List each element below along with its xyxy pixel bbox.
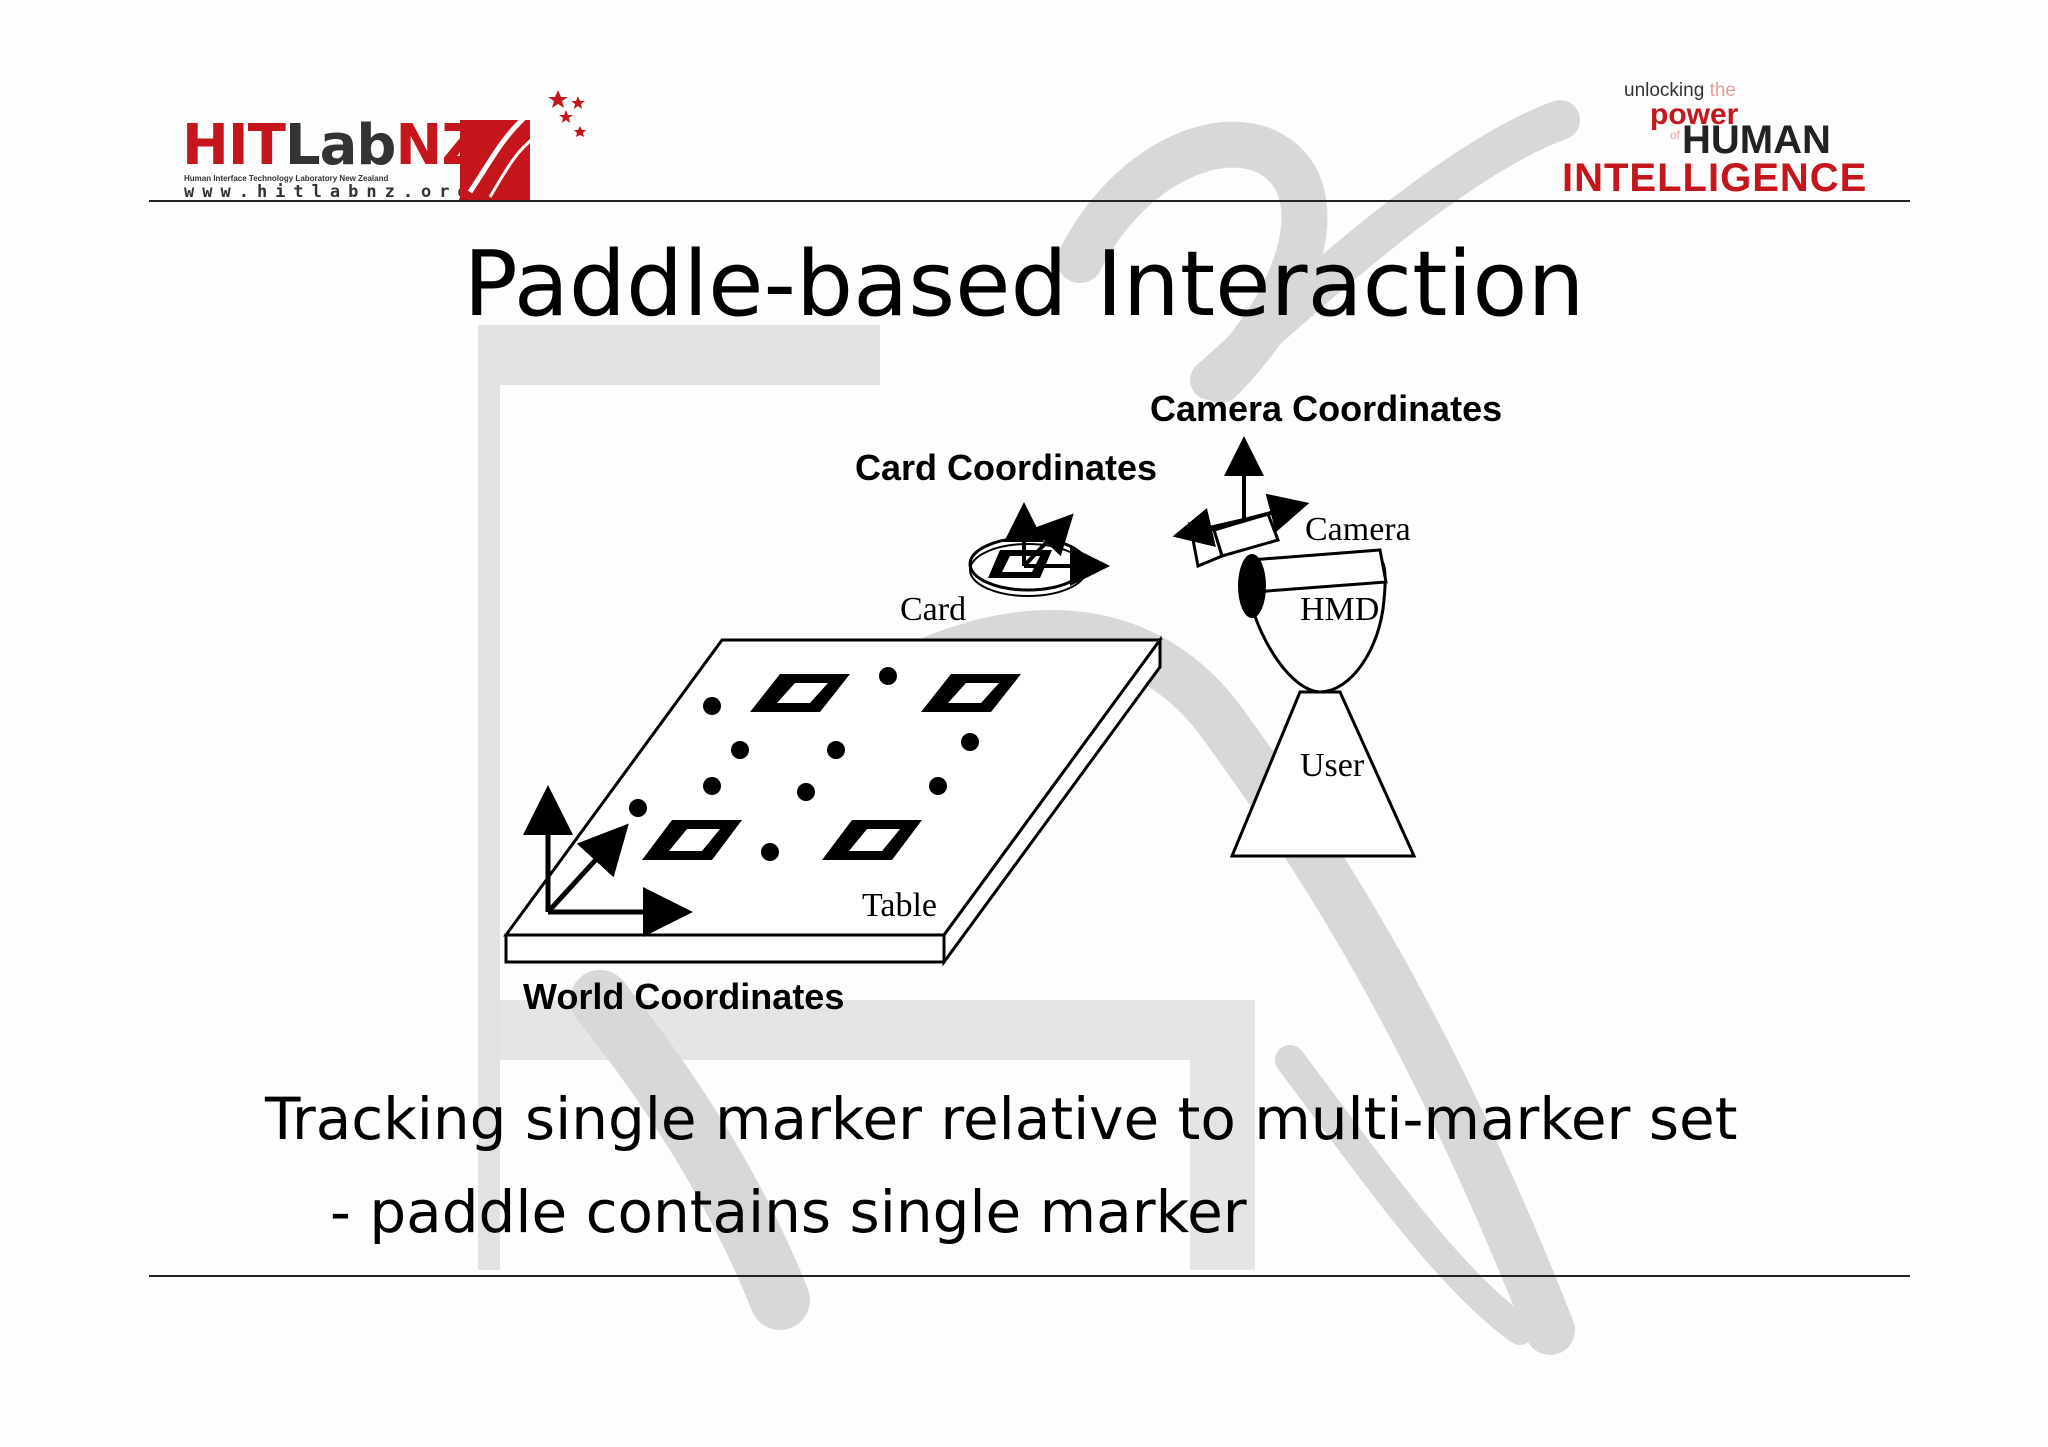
table-dots — [629, 667, 979, 861]
marker-square — [750, 674, 850, 712]
card-paddle — [968, 502, 1110, 597]
table-dot — [731, 741, 749, 759]
logo-hit-text: HIT — [182, 113, 286, 178]
body-line-2: - paddle contains single marker — [330, 1178, 1247, 1246]
marker-square — [921, 674, 1021, 712]
logo-unlocking-text: unlocking — [1624, 80, 1705, 101]
hitlabnz-logo: HITLabNZ Human Interface Technology Labo… — [178, 82, 598, 202]
unlocking-logo: unlocking the power of HUMAN INTELLIGENC… — [1562, 80, 1910, 200]
footer-rule — [149, 1275, 1910, 1277]
slide-title: Paddle-based Interaction — [463, 232, 1585, 337]
hmd-label: HMD — [1300, 591, 1379, 628]
logo-the-text: the — [1709, 80, 1736, 101]
user-figure — [1188, 512, 1417, 858]
table-dot — [827, 741, 845, 759]
table-dot — [929, 777, 947, 795]
table-dot — [703, 697, 721, 715]
logo-unlocking-line: unlocking the — [1624, 80, 1736, 102]
kiwi-stars-icon — [460, 90, 586, 200]
camera-coordinates-label: Camera Coordinates — [1150, 388, 1502, 429]
camera-axes — [1172, 436, 1310, 547]
world-axes — [523, 785, 693, 937]
table-dot — [761, 843, 779, 861]
table-dot — [797, 783, 815, 801]
card-coordinates-label: Card Coordinates — [855, 447, 1157, 488]
logo-human-text: HUMAN — [1682, 118, 1831, 162]
marker-square — [642, 820, 742, 860]
body-line-1: Tracking single marker relative to multi… — [265, 1085, 1738, 1153]
logo-lab-text: Lab — [284, 113, 397, 178]
table-dot — [703, 777, 721, 795]
table-markers — [642, 674, 1021, 860]
camera-label: Camera — [1305, 511, 1411, 548]
header-rule — [149, 200, 1910, 202]
table-dot — [879, 667, 897, 685]
world-coordinates-label: World Coordinates — [523, 976, 844, 1017]
logo-power-text: power — [1650, 98, 1739, 131]
user-label: User — [1300, 747, 1365, 784]
logo-intelligence-text: INTELLIGENCE — [1562, 156, 1868, 200]
logo-url: www.hitlabnz.org — [184, 182, 476, 202]
table-dot — [961, 733, 979, 751]
logo-subtitle: Human Interface Technology Laboratory Ne… — [184, 174, 389, 183]
card-label: Card — [900, 591, 966, 628]
logo-of-text: of — [1670, 128, 1681, 142]
table-dot — [629, 799, 647, 817]
table — [503, 635, 1163, 967]
marker-square — [822, 820, 922, 860]
table-label: Table — [862, 887, 937, 924]
hitlabnz-wordmark: HITLabNZ — [182, 118, 482, 174]
